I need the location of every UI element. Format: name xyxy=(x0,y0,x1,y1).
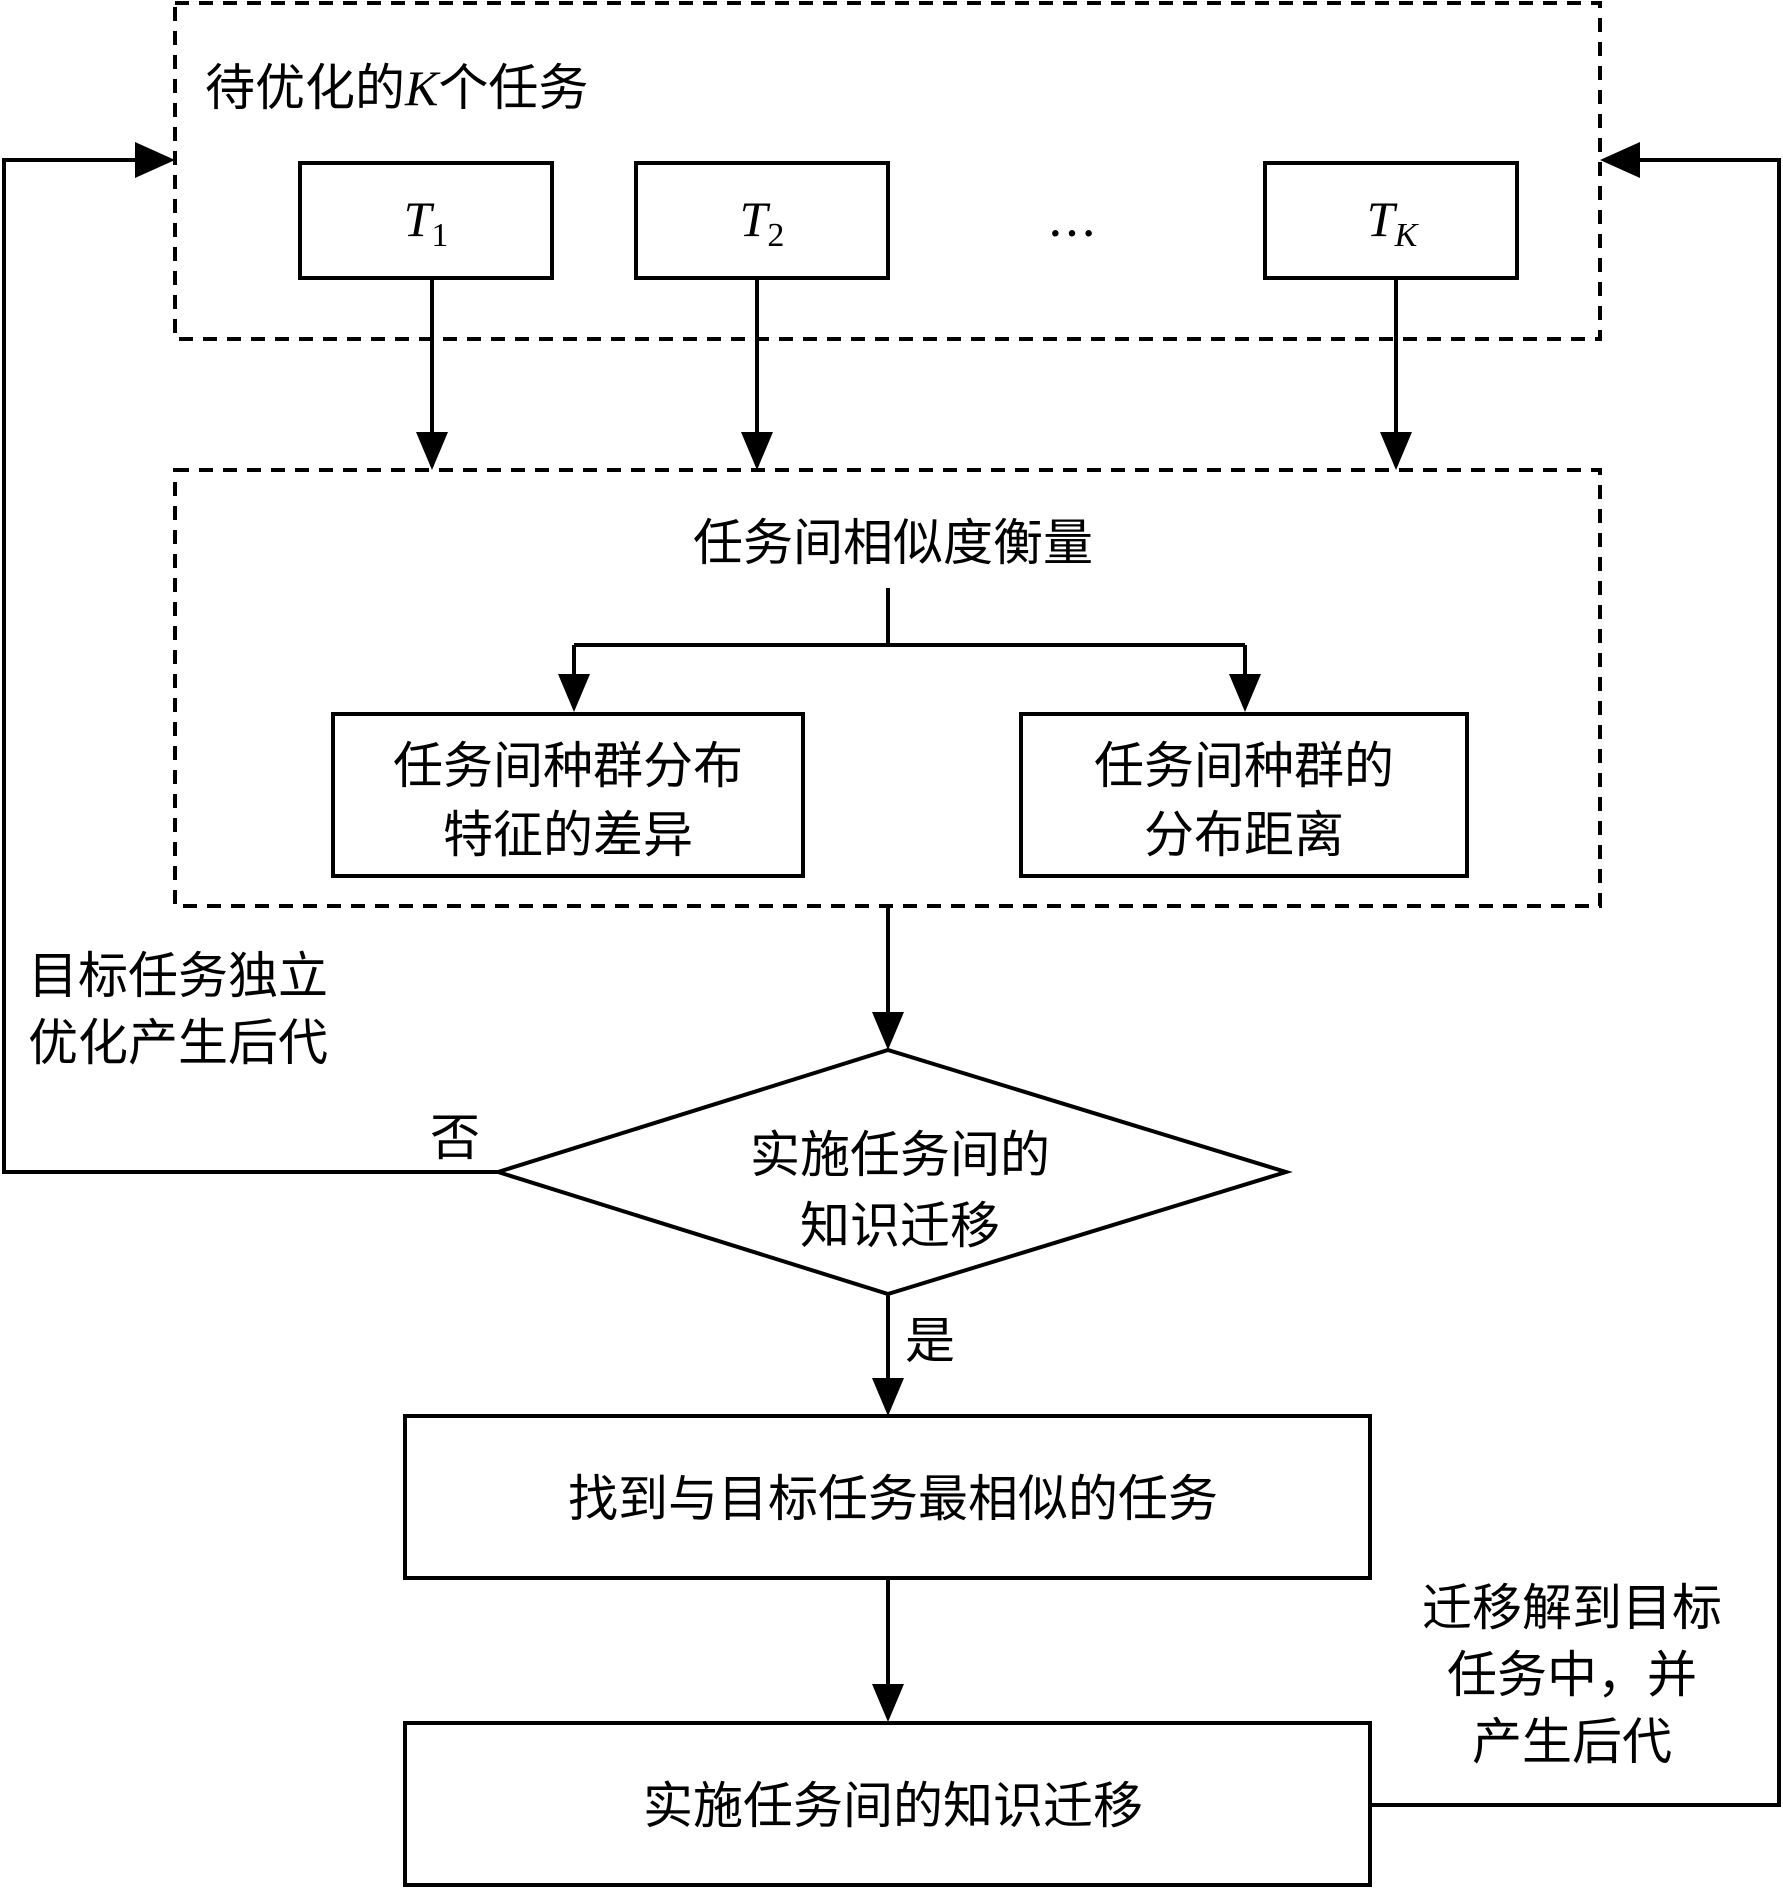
decision-no-label: 否 xyxy=(430,1109,480,1167)
task-label-k: TK xyxy=(1367,191,1420,254)
similarity-title: 任务间相似度衡量 xyxy=(693,514,1093,572)
right-note-line3: 产生后代 xyxy=(1472,1713,1672,1771)
arrowhead-task1 xyxy=(416,432,448,470)
arrowhead-loop-right xyxy=(1600,142,1640,178)
find-similar-box xyxy=(403,1414,1372,1580)
decision-line1: 实施任务间的 xyxy=(750,1126,1050,1184)
distribution-distance-box xyxy=(1019,712,1469,878)
left-note-line2: 优化产生后代 xyxy=(28,1014,328,1072)
arrowhead-loop-left xyxy=(135,142,175,178)
task-box-2 xyxy=(634,161,890,280)
arrowhead-yes xyxy=(872,1378,904,1416)
task-label-2: T2 xyxy=(740,191,785,254)
distribution-feature-box xyxy=(331,712,805,878)
arrowhead-find-to-transfer xyxy=(872,1684,904,1722)
find-similar-text: 找到与目标任务最相似的任务 xyxy=(568,1470,1218,1528)
decision-line2: 知识迁移 xyxy=(800,1197,1000,1255)
task-box-k xyxy=(1263,161,1519,280)
right-note-line1: 迁移解到目标 xyxy=(1422,1579,1722,1637)
task-label-1: T1 xyxy=(404,191,449,254)
loop-right-line xyxy=(1370,158,1781,1807)
distribution-distance-line1: 任务间种群的 xyxy=(1094,737,1394,795)
arrowhead-task2 xyxy=(741,432,773,470)
right-note-line2: 任务中，并 xyxy=(1447,1646,1697,1704)
arrowhead-to-decision xyxy=(872,1012,904,1050)
tasks-group-frame xyxy=(173,1,1602,341)
transfer-box xyxy=(403,1721,1372,1887)
distribution-feature-line2: 特征的差异 xyxy=(443,806,693,864)
loop-left-line xyxy=(2,158,498,1174)
arrowhead-taskk xyxy=(1380,432,1412,470)
tasks-group-title: 待优化的K个任务 xyxy=(205,59,588,117)
transfer-text: 实施任务间的知识迁移 xyxy=(643,1777,1143,1835)
task-box-1 xyxy=(298,161,554,280)
left-note-line1: 目标任务独立 xyxy=(28,947,328,1005)
decision-yes-label: 是 xyxy=(905,1312,955,1370)
distribution-feature-line1: 任务间种群分布 xyxy=(393,737,743,795)
arrowhead-right-drop xyxy=(1229,674,1261,712)
arrowhead-left-drop xyxy=(558,674,590,712)
distribution-distance-line2: 分布距离 xyxy=(1144,806,1344,864)
task-ellipsis: … xyxy=(1047,190,1097,248)
